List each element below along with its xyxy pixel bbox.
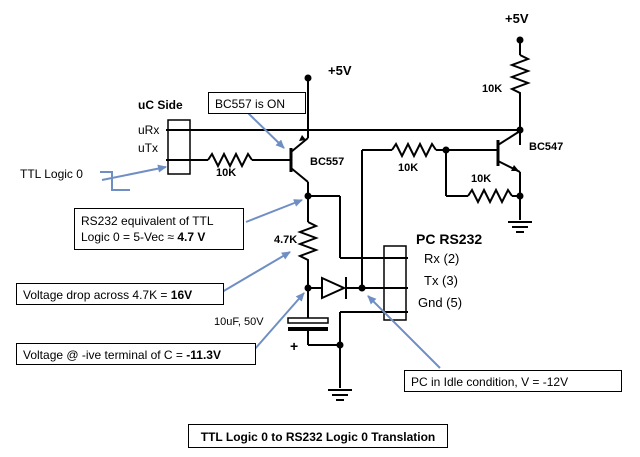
callout-pc-idle-text: PC in Idle condition, V = -12V <box>411 375 569 389</box>
uc-connector <box>167 119 191 175</box>
bc547-emitter-arrow <box>511 165 519 171</box>
r-bc547-bias-label: 10K <box>471 173 492 185</box>
resistor-bc547-base <box>391 141 437 159</box>
callout-vcap-prefix: Voltage @ -ive terminal of C = <box>23 348 187 362</box>
ground-symbol-bottom <box>328 389 352 401</box>
resistor-top-right <box>509 54 531 99</box>
capacitor-top-plate <box>287 317 329 324</box>
callout-bc557-on-text: BC557 is ON <box>215 97 286 111</box>
gnd-label: Gnd (5) <box>418 295 463 310</box>
pc-connector <box>383 245 407 321</box>
ttl-logic0-label: TTL Logic 0 <box>20 167 83 181</box>
r-bc547-base-label: 10K <box>398 162 419 174</box>
vcc-top-right-label: +5V <box>505 11 529 26</box>
cap-label: 10uF, 50V <box>214 316 264 328</box>
cap-plus-label: + <box>290 338 299 354</box>
urx-label: uRx <box>138 123 160 137</box>
wires <box>190 40 531 388</box>
callout-cap-voltage: Voltage @ -ive terminal of C = -11.3V <box>16 343 256 365</box>
diagram-caption: TTL Logic 0 to RS232 Logic 0 Translation <box>188 424 448 448</box>
caption-text: TTL Logic 0 to RS232 Logic 0 Translation <box>200 430 436 444</box>
callout-rs232-line2: Logic 0 = 5-Vec ≈ 4.7 V <box>81 229 237 245</box>
pc-title: PC RS232 <box>416 231 483 247</box>
callout-vdrop-value: 16V <box>170 288 193 302</box>
callout-rs232-equivalent: RS232 equivalent of TTL Logic 0 = 5-Vec … <box>74 208 244 250</box>
callout-rs232-line2-prefix: Logic 0 = 5-Vec ≈ <box>81 230 178 244</box>
logic0-step <box>100 171 130 191</box>
r-top-right-label: 10K <box>482 83 503 95</box>
uc-title: uC Side <box>138 98 183 112</box>
ground-symbol-right <box>508 221 532 233</box>
r-input-label: 10K <box>216 167 237 179</box>
q2-label: BC547 <box>529 141 564 153</box>
q1-label: BC557 <box>310 156 345 168</box>
callout-vcap-value: -11.3V <box>186 348 221 362</box>
vcc-mid-label: +5V <box>328 63 352 78</box>
callout-voltage-drop: Voltage drop across 4.7K = 16V <box>16 283 224 305</box>
utx-label: uTx <box>138 141 159 155</box>
junction-dots <box>304 36 524 349</box>
rx-label: Rx (2) <box>424 251 460 266</box>
tx-label: Tx (3) <box>424 273 458 288</box>
capacitor-bottom-plate <box>288 327 328 331</box>
callout-pc-idle: PC in Idle condition, V = -12V <box>404 370 622 392</box>
resistor-bc547-bias <box>467 187 513 205</box>
r-load-label: 4.7K <box>274 234 298 246</box>
bc557-emitter-arrow <box>299 135 306 141</box>
callout-rs232-line1: RS232 equivalent of TTL <box>81 214 214 228</box>
callout-arrows <box>101 112 441 369</box>
diode <box>321 276 347 300</box>
resistor-input <box>207 151 253 169</box>
callout-rs232-line2-value: 4.7 V <box>177 230 206 244</box>
callout-bc557-on: BC557 is ON <box>208 92 306 114</box>
callout-vdrop-prefix: Voltage drop across 4.7K = <box>23 288 171 302</box>
resistor-load <box>297 221 319 264</box>
